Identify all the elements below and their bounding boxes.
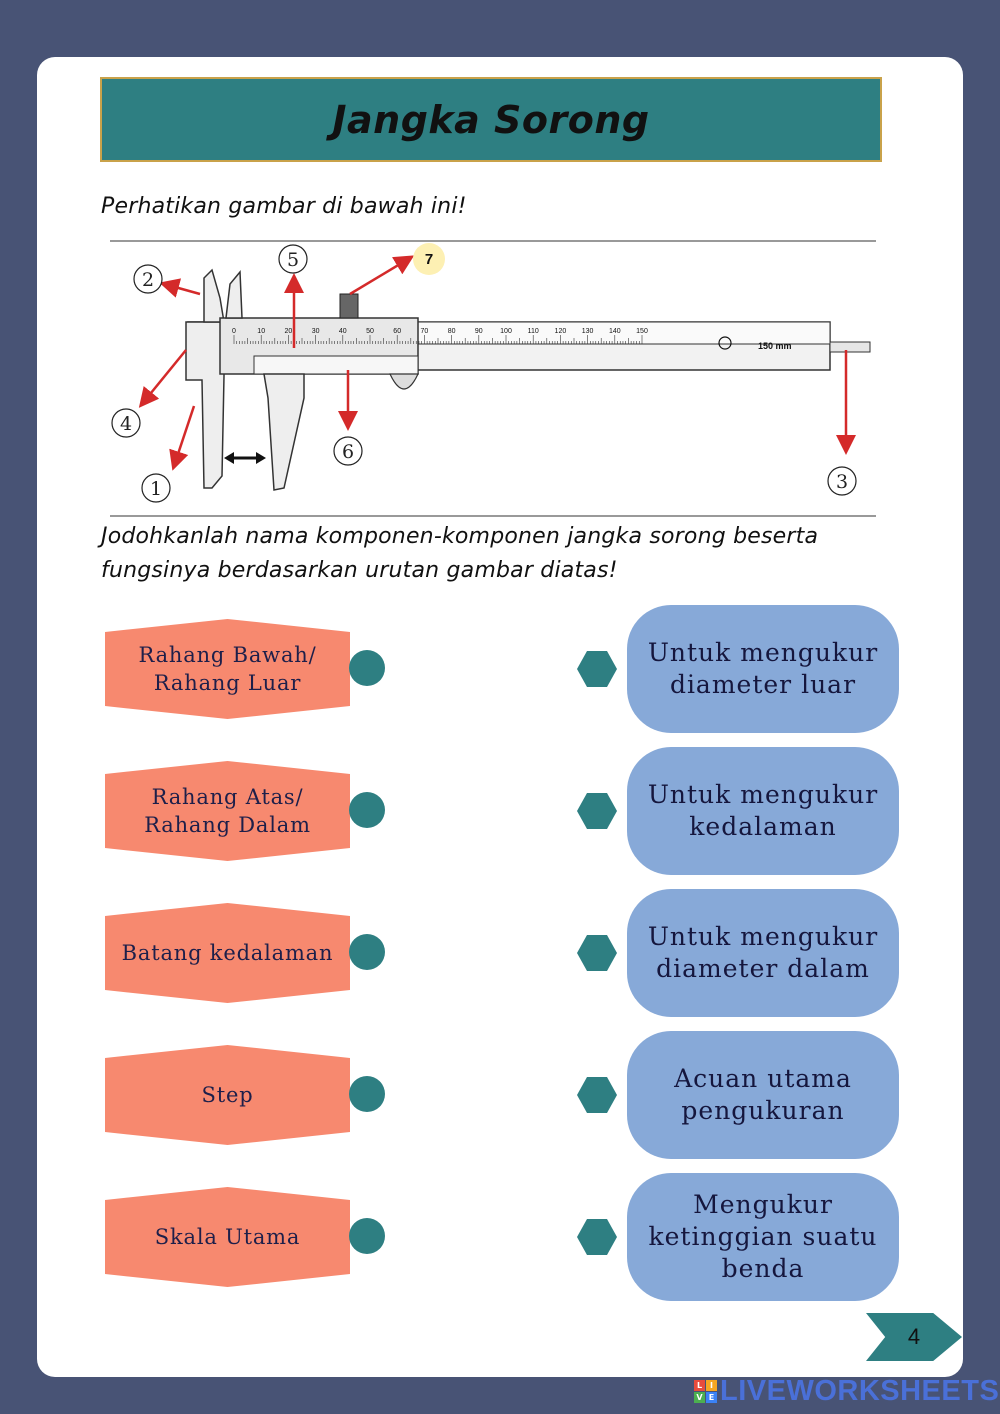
- callout-circle-2: [133, 264, 163, 294]
- left-item-rahang-atas[interactable]: Rahang Atas/ Rahang Dalam: [105, 761, 350, 861]
- scale-number: 140: [609, 328, 621, 335]
- page-number: 4: [907, 1324, 921, 1349]
- right-item-diameter-luar[interactable]: Untuk mengukur diameter luar: [627, 605, 899, 733]
- scale-number: 90: [475, 328, 483, 335]
- scale-number: 20: [285, 328, 293, 335]
- callout-7: 7: [425, 251, 433, 268]
- movable-lower-jaw: [263, 373, 305, 491]
- scale-number: 10: [257, 328, 265, 335]
- arrow-2: [159, 278, 201, 298]
- scale-number: 150: [636, 328, 648, 335]
- callout-circle-5: [278, 244, 308, 274]
- callout-circle-7: [413, 243, 445, 275]
- brand-logo-icon: [718, 336, 732, 350]
- fixed-upper-jaw: [203, 268, 225, 323]
- scale-unit-label: 150 mm: [758, 341, 792, 351]
- right-item-ketinggian[interactable]: Mengukur ketinggian suatu benda: [627, 1173, 899, 1301]
- callout-6: 6: [342, 441, 354, 463]
- scale-number: 80: [448, 328, 456, 335]
- right-connector-hex-1[interactable]: [577, 651, 617, 687]
- left-item-step[interactable]: Step: [105, 1045, 350, 1145]
- right-connector-hex-3[interactable]: [577, 935, 617, 971]
- callout-5: 5: [287, 249, 299, 271]
- callout-4: 4: [120, 413, 132, 435]
- arrow-4: [138, 349, 187, 408]
- left-connector-dot-2[interactable]: [349, 792, 385, 828]
- callout-circle-6: [333, 436, 363, 466]
- main-scale-numbers: 0 10 20 30 40 50 60 70 80 90 100 110 120 130 140 150: [232, 328, 648, 335]
- left-item-batang-kedalaman[interactable]: Batang kedalaman: [105, 903, 350, 1003]
- title-banner: Jangka Sorong: [100, 77, 882, 162]
- movable-upper-jaw: [225, 270, 243, 319]
- scale-number: 60: [393, 328, 401, 335]
- arrow-7: [349, 255, 415, 296]
- fixed-jaw: [185, 321, 225, 489]
- right-item-acuan-utama[interactable]: Acuan utama pengukuran: [627, 1031, 899, 1159]
- left-connector-dot-1[interactable]: [349, 650, 385, 686]
- right-item-kedalaman[interactable]: Untuk mengukur kedalaman: [627, 747, 899, 875]
- callout-circle-4: [111, 408, 141, 438]
- left-connector-dot-3[interactable]: [349, 934, 385, 970]
- depth-rod: [829, 341, 871, 353]
- thumb-wheel: [389, 373, 419, 390]
- callout-3: 3: [836, 471, 848, 493]
- right-connector-hex-5[interactable]: [577, 1219, 617, 1255]
- locking-screw: [339, 293, 359, 319]
- page-title: Jangka Sorong: [332, 97, 650, 142]
- liveworksheets-wordmark: LIVEWORKSHEETS: [720, 1374, 1000, 1407]
- callout-1: 1: [150, 478, 162, 500]
- left-item-rahang-bawah[interactable]: Rahang Bawah/ Rahang Luar: [105, 619, 350, 719]
- scale-number: 100: [500, 328, 512, 335]
- scale-number: 120: [555, 328, 567, 335]
- vernier-scale: [253, 355, 419, 375]
- scale-number: 70: [421, 328, 429, 335]
- scale-number: 30: [312, 328, 320, 335]
- scale-number: 40: [339, 328, 347, 335]
- main-scale-ticks: [233, 335, 643, 344]
- left-connector-dot-4[interactable]: [349, 1076, 385, 1112]
- scale-number: 130: [582, 328, 594, 335]
- arrow-1: [169, 405, 196, 471]
- scale-number: 110: [528, 328, 539, 335]
- instruction-match: Jodohkanlah nama komponen-komponen jangk…: [101, 524, 819, 583]
- scale-number: 50: [366, 328, 374, 335]
- right-connector-hex-2[interactable]: [577, 793, 617, 829]
- callout-2: 2: [142, 269, 154, 291]
- left-connector-dot-5[interactable]: [349, 1218, 385, 1254]
- scale-number: 0: [232, 328, 236, 335]
- instruction-observe: Perhatikan gambar di bawah ini!: [101, 194, 467, 219]
- callout-circle-3: [827, 466, 857, 496]
- right-connector-hex-4[interactable]: [577, 1077, 617, 1113]
- left-item-skala-utama[interactable]: Skala Utama: [105, 1187, 350, 1287]
- right-item-diameter-dalam[interactable]: Untuk mengukur diameter dalam: [627, 889, 899, 1017]
- callout-circle-1: [141, 473, 171, 503]
